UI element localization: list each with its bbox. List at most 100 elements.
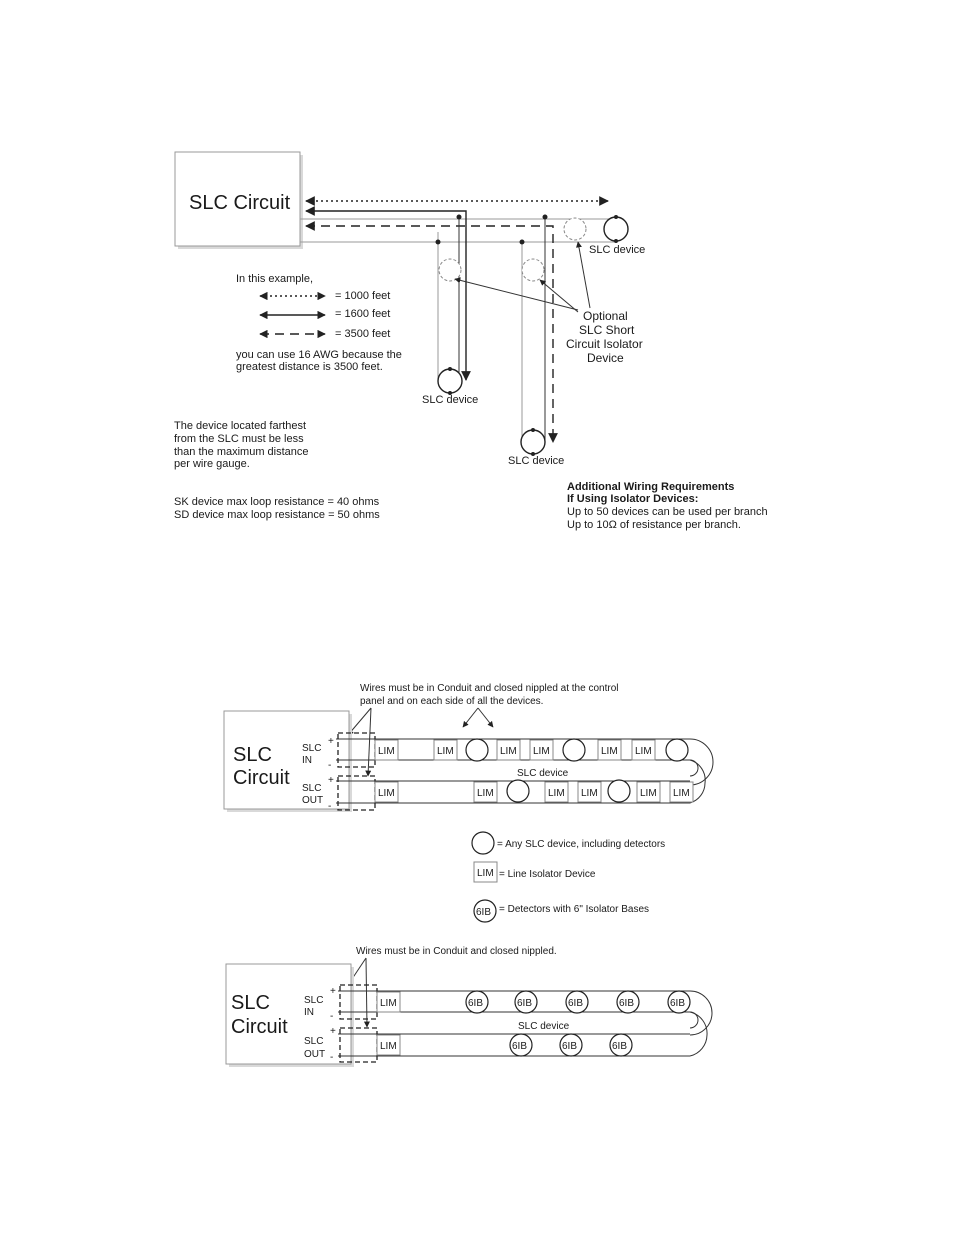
conduit-note-2: panel and on each side of all the device… <box>360 696 543 707</box>
svg-text:LIM: LIM <box>378 788 395 799</box>
svg-text:-: - <box>330 1052 333 1063</box>
legend-lim: = Line Isolator Device <box>499 869 596 880</box>
conduit-note-3: Wires must be in Conduit and closed nipp… <box>356 946 557 957</box>
slc-device-top-label: SLC device <box>589 244 645 256</box>
svg-text:6IB: 6IB <box>562 1041 577 1052</box>
conduit-in-box <box>337 732 376 768</box>
svg-text:LIM: LIM <box>380 1041 397 1052</box>
svg-text:LIM: LIM <box>635 746 652 757</box>
svg-text:6IB: 6IB <box>670 998 685 1009</box>
svg-text:LIM: LIM <box>533 746 550 757</box>
svg-text:LIM: LIM <box>548 788 565 799</box>
awg-line-1: you can use 16 AWG because the <box>236 349 402 361</box>
legend-device-icon <box>471 831 495 855</box>
slc-device-label-2: SLC device <box>517 768 569 779</box>
farthest-line-3: than the maximum distance <box>174 446 309 458</box>
legend-intro: In this example, <box>236 273 313 285</box>
requirements-line-1: Up to 50 devices can be used per branch <box>567 506 768 518</box>
slc-circuit-label: SLC Circuit <box>189 192 291 214</box>
panel-3-line-1: SLC <box>231 992 270 1014</box>
diagram-distance: SLC Circuit SLC device SLC device SL <box>174 151 768 531</box>
conduit-out-box-3 <box>339 1027 378 1063</box>
diagram-6ib-wiring: Wires must be in Conduit and closed nipp… <box>225 946 713 1067</box>
isolator-mid <box>438 258 462 282</box>
panel-2-line-2: Circuit <box>233 767 290 789</box>
svg-text:LIM: LIM <box>640 788 657 799</box>
svg-text:-: - <box>328 801 331 812</box>
legend-device: = Any SLC device, including detectors <box>497 839 665 850</box>
svg-text:6IB: 6IB <box>476 907 491 918</box>
awg-line-2: greatest distance is 3500 feet. <box>236 361 383 373</box>
svg-text:6IB: 6IB <box>619 998 634 1009</box>
farthest-line-1: The device located farthest <box>174 420 306 432</box>
svg-text:LIM: LIM <box>500 746 517 757</box>
sd-resistance: SD device max loop resistance = 50 ohms <box>174 509 380 521</box>
isolator-label-1: Optional <box>583 309 628 323</box>
isolator-top <box>563 217 587 241</box>
legend-lim-icon <box>473 861 498 883</box>
svg-text:LIM: LIM <box>601 746 618 757</box>
svg-text:6IB: 6IB <box>517 998 532 1009</box>
slc-circuit-panel <box>174 151 301 247</box>
svg-text:+: + <box>330 1026 336 1037</box>
svg-text:LIM: LIM <box>477 788 494 799</box>
svg-text:LIM: LIM <box>581 788 598 799</box>
svg-text:LIM: LIM <box>380 998 397 1009</box>
legend-6ib-icon <box>473 899 497 923</box>
svg-text:6IB: 6IB <box>512 1041 527 1052</box>
in-label-3a: SLC <box>304 995 323 1006</box>
slc-circuit-panel-2 <box>223 710 350 810</box>
isolator-low <box>521 258 545 282</box>
slc-device-mid-label: SLC device <box>422 394 478 406</box>
diagram-lim-wiring: Wires must be in Conduit and closed nipp… <box>223 683 714 923</box>
panel-2-line-1: SLC <box>233 744 272 766</box>
svg-text:+: + <box>328 775 334 786</box>
panel-3-line-2: Circuit <box>231 1016 288 1038</box>
sk-resistance: SK device max loop resistance = 40 ohms <box>174 496 380 508</box>
in-label-2: IN <box>302 755 312 766</box>
isolator-bases-top: 6IB 6IB 6IB 6IB 6IB <box>465 990 691 1014</box>
legend-3500: = 3500 feet <box>335 328 390 340</box>
svg-text:6IB: 6IB <box>612 1041 627 1052</box>
svg-text:+: + <box>328 736 334 747</box>
slc-circuit-panel-3 <box>225 963 352 1065</box>
svg-text:-: - <box>330 1011 333 1022</box>
in-label-1: SLC <box>302 743 321 754</box>
farthest-line-2: from the SLC must be less <box>174 433 304 445</box>
slc-device-low <box>520 429 546 455</box>
legend-6ib: = Detectors with 6" Isolator Bases <box>499 904 649 915</box>
slc-device-low-label: SLC device <box>508 455 564 467</box>
isolator-label-2: SLC Short <box>579 323 635 337</box>
legend-1000: = 1000 feet <box>335 290 390 302</box>
out-label-3a: SLC <box>304 1036 323 1047</box>
out-label-3b: OUT <box>304 1049 325 1060</box>
isolator-label-3: Circuit Isolator <box>566 337 643 351</box>
svg-text:6IB: 6IB <box>568 998 583 1009</box>
slc-device-label-3: SLC device <box>518 1021 570 1032</box>
requirements-line-2: Up to 10Ω of resistance per branch. <box>567 519 741 531</box>
in-label-3b: IN <box>304 1007 314 1018</box>
lim-row-bottom: LIM LIM LIM LIM LIM LIM <box>374 781 694 803</box>
requirements-title-1: Additional Wiring Requirements <box>567 481 734 493</box>
lim-in-3 <box>376 991 401 1013</box>
requirements-title-2: If Using Isolator Devices: <box>567 493 698 505</box>
lim-row-top: LIM LIM LIM LIM LIM LIM <box>374 739 656 761</box>
conduit-note-1: Wires must be in Conduit and closed nipp… <box>360 683 618 694</box>
svg-text:LIM: LIM <box>437 746 454 757</box>
svg-text:LIM: LIM <box>378 746 395 757</box>
svg-text:+: + <box>330 986 336 997</box>
legend-1600: = 1600 feet <box>335 308 390 320</box>
farthest-line-4: per wire gauge. <box>174 458 250 470</box>
slc-device-mid <box>437 368 463 394</box>
lim-out-3 <box>376 1034 401 1056</box>
slc-device-top <box>603 216 629 242</box>
out-label-2: OUT <box>302 795 323 806</box>
svg-text:6IB: 6IB <box>468 998 483 1009</box>
svg-text:LIM: LIM <box>673 788 690 799</box>
conduit-in-box-3 <box>339 984 378 1020</box>
svg-text:-: - <box>328 760 331 771</box>
isolator-bases-bottom: 6IB 6IB 6IB <box>509 1033 633 1057</box>
isolator-label-4: Device <box>587 351 624 365</box>
